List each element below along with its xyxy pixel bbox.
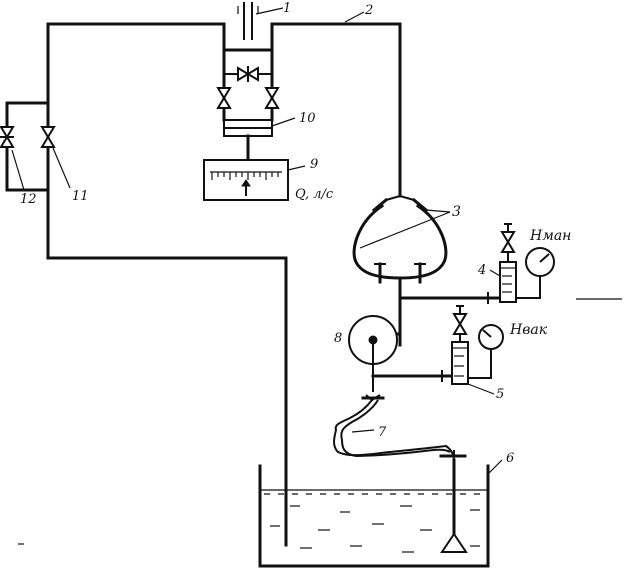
label-2: 2 (364, 3, 373, 18)
suction-hose: 7 (333, 394, 455, 461)
pump: 8 (334, 315, 402, 392)
discharge-line: 4 Hман (398, 223, 622, 347)
label-6: 6 (506, 451, 514, 466)
test-section: 3 (352, 168, 461, 284)
label-5: 5 (496, 387, 504, 402)
label-11: 11 (72, 189, 89, 204)
flow-unit-label: Q, л/с (295, 187, 334, 202)
valve-right-icon[interactable] (264, 87, 280, 109)
valve-manometer-icon[interactable] (500, 223, 516, 253)
label-7: 7 (378, 425, 387, 440)
bypass-loop: 12 11 (0, 101, 89, 207)
valve-left-icon[interactable] (216, 87, 232, 109)
discharge-pressure-gauge-icon (525, 247, 555, 277)
scale-ticks (211, 172, 279, 180)
label-9: 9 (310, 157, 318, 172)
valve-vacuum-icon[interactable] (452, 305, 468, 335)
label-12: 12 (20, 192, 37, 207)
h-man-label: Hман (529, 228, 571, 244)
label-8: 8 (334, 331, 342, 346)
intake-strainer (440, 532, 468, 553)
water-hatching (270, 505, 480, 553)
vacuum-gauge-icon (478, 324, 504, 350)
h-vak-label: Hвак (509, 322, 548, 338)
valve-top-icon[interactable] (237, 66, 259, 82)
main-pipeline (46, 22, 402, 547)
water-tank: 6 (258, 450, 514, 568)
label-3: 3 (452, 204, 461, 220)
valve-11-icon[interactable] (40, 126, 56, 148)
label-4: 4 (477, 263, 486, 278)
label-1: 1 (283, 1, 291, 16)
flowmeter-assembly: 1 2 10 9 Q, л/с (203, 1, 373, 202)
label-10: 10 (299, 111, 316, 126)
suction-line: 5 Hвак (371, 305, 548, 402)
valve-12-icon[interactable] (0, 126, 15, 148)
